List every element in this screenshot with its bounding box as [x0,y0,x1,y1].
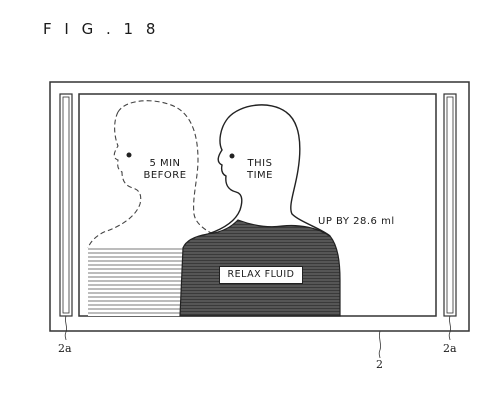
now-caption-line2: TIME [246,170,273,181]
now-caption-line1: THIS [247,158,273,169]
figure-title: F I G . 1 8 [43,20,160,38]
device-frame [49,81,470,332]
previous-face-outline [87,111,142,249]
label-left-bezel: 2a [58,342,72,355]
current-eye [229,153,235,159]
label-right-bezel: 2a [443,342,457,355]
leader-left-2a [64,315,67,341]
leader-right-2a [448,315,451,341]
right-bezel-strip [443,93,457,317]
left-bezel-strip [59,93,73,317]
current-head-outline [227,104,331,237]
fluid-label: RELAX FLUID [219,266,303,284]
leader-device-2 [378,330,381,359]
before-caption: 5 MIN BEFORE [140,158,190,182]
left-bezel-inner [62,96,70,314]
before-caption-line2: BEFORE [143,170,187,181]
label-device: 2 [376,358,383,371]
previous-body-outline [117,100,261,249]
previous-eye [126,152,132,158]
current-face-outline [182,117,243,249]
right-bezel-inner [446,96,454,314]
now-caption: THIS TIME [238,158,282,182]
before-caption-line1: 5 MIN [149,158,181,169]
change-caption: UP BY 28.6 ml [318,216,395,227]
